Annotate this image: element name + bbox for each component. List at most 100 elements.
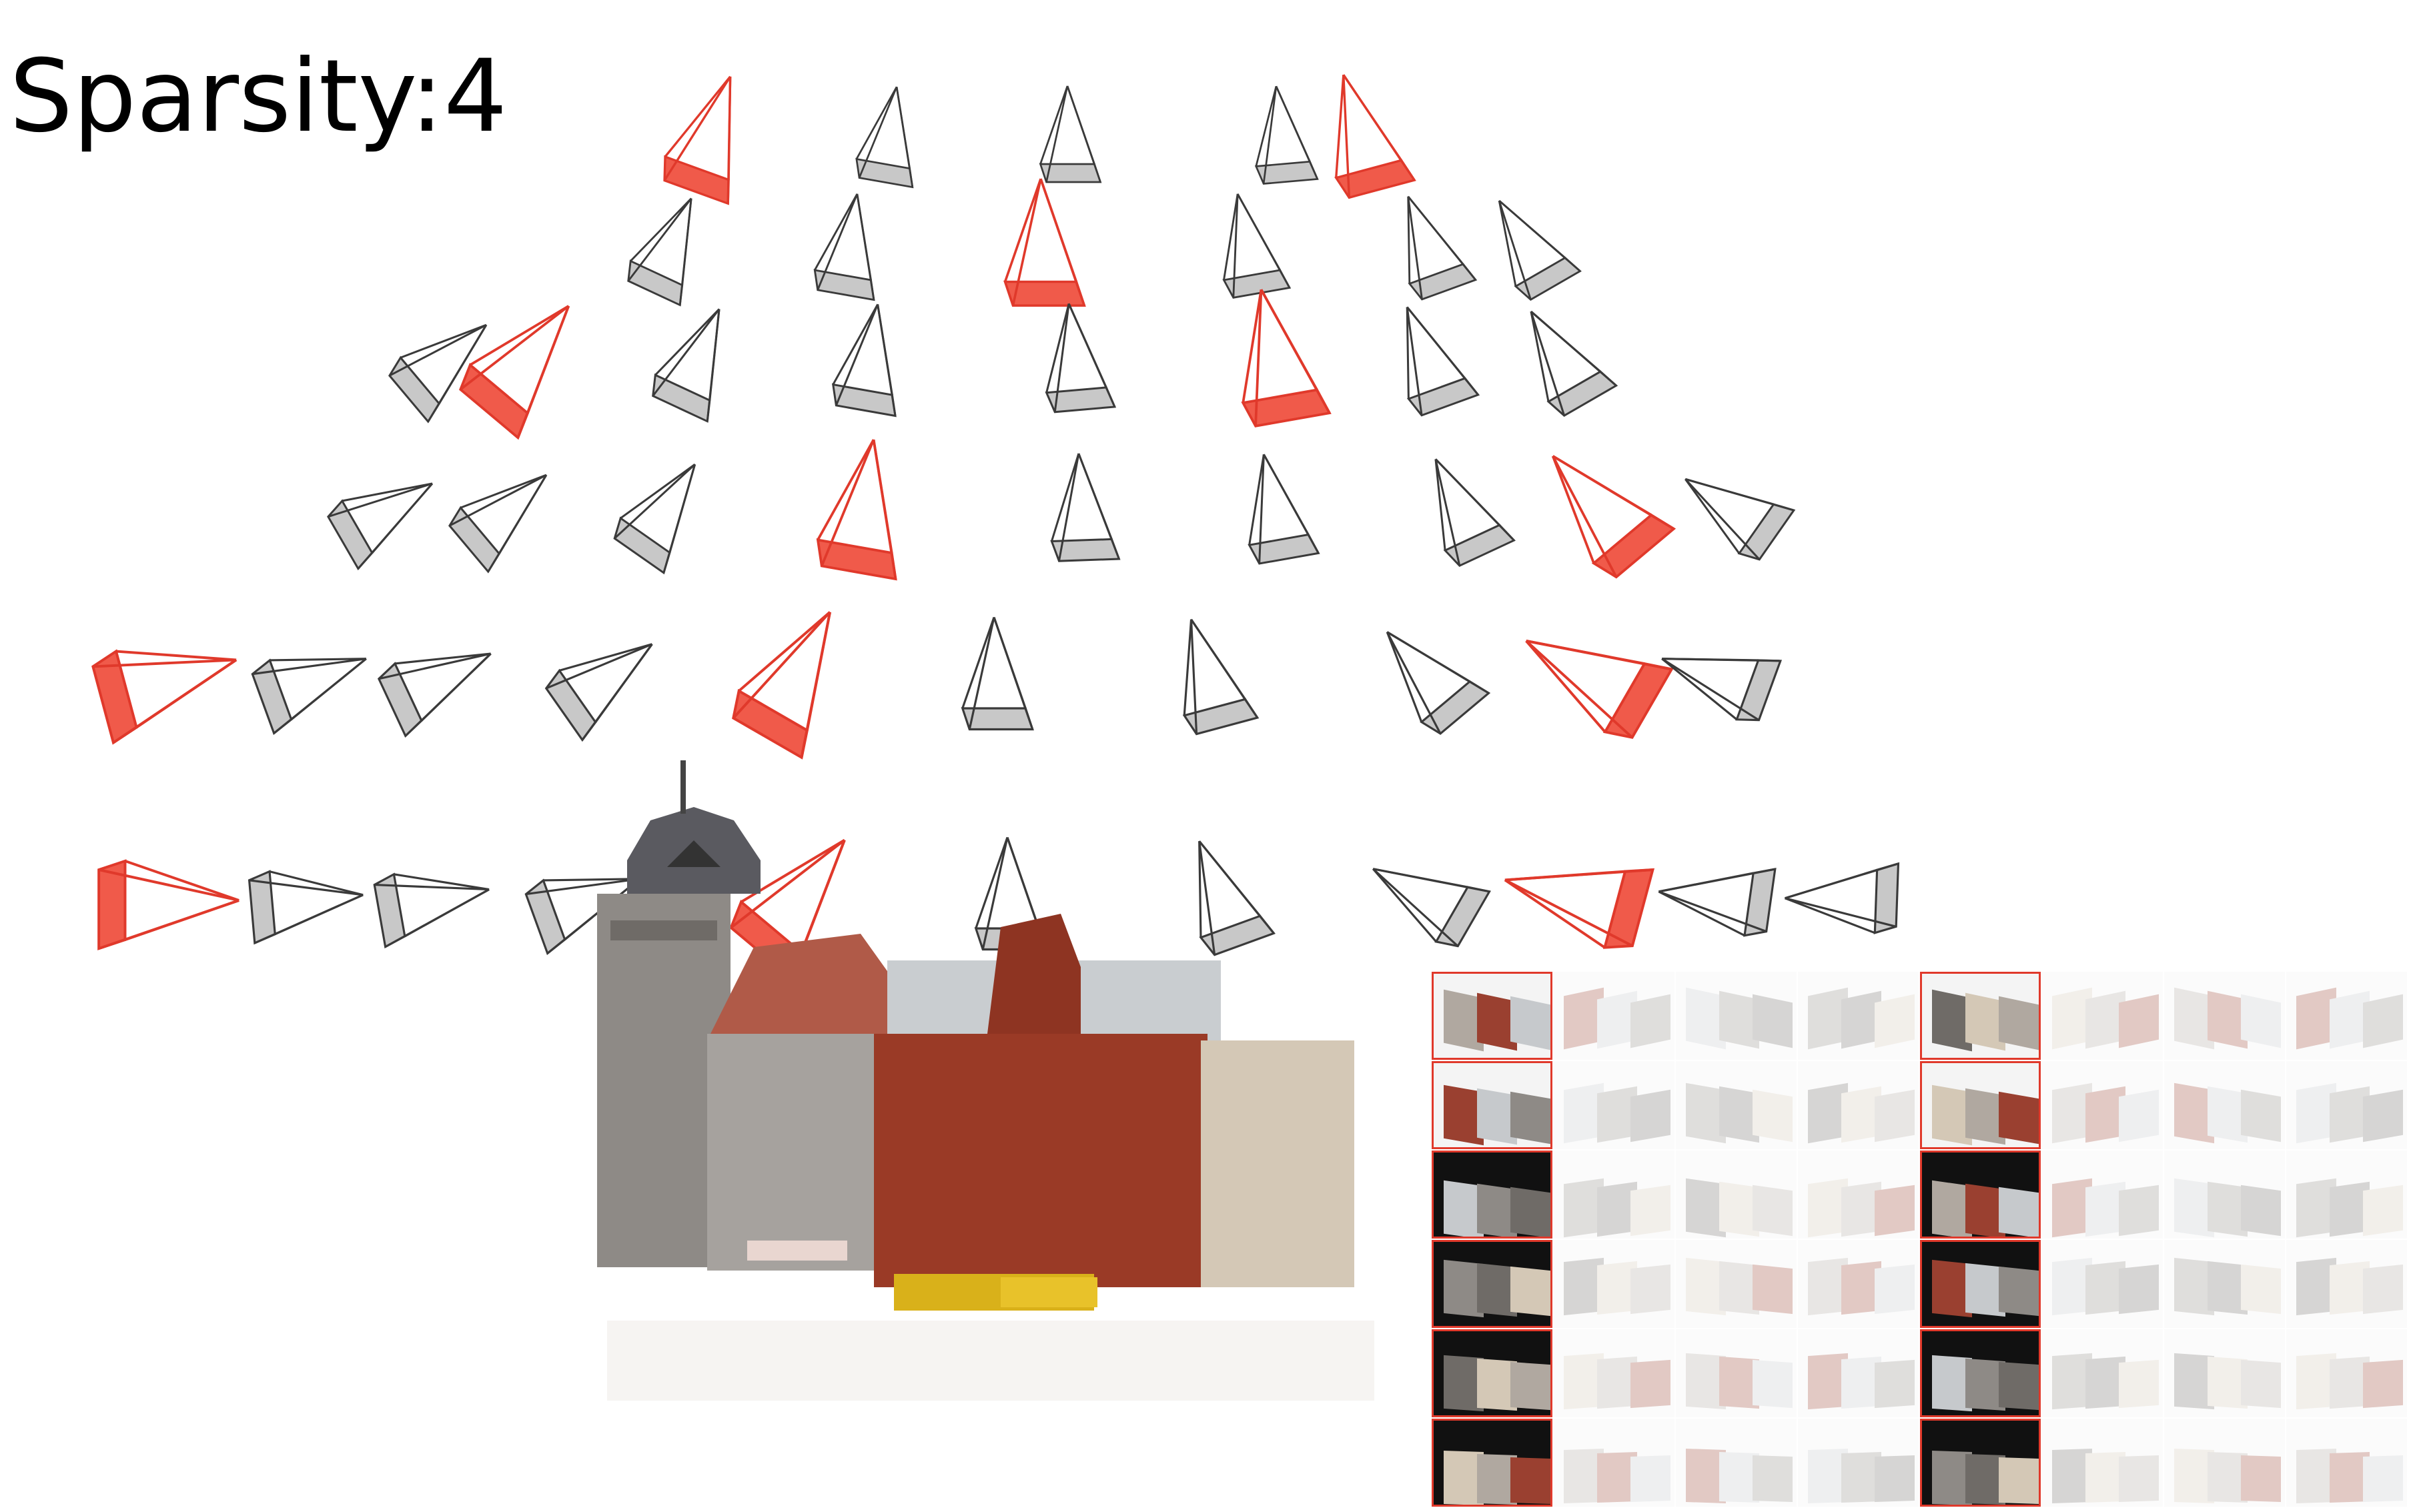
camera-row_5-2: [377, 652, 492, 738]
camera-row_4-2: [613, 464, 696, 575]
light-grey-building: [707, 934, 894, 1271]
view-thumbnail: [1554, 1419, 1674, 1507]
view-thumbnail: [1798, 1329, 1919, 1417]
camera-row_3-2: [652, 308, 720, 423]
selected-camera-row_5-0: [91, 649, 237, 745]
view-thumbnail: [1920, 1419, 2041, 1507]
selected-camera-row_5-8: [1525, 640, 1674, 739]
selected-camera-row_2-2: [1003, 178, 1086, 307]
camera-row_3-4: [1045, 303, 1117, 414]
view-thumbnail: [1554, 1061, 1674, 1149]
camera-row_3-6: [1406, 306, 1480, 417]
camera-row_4-8: [1684, 478, 1796, 561]
selected-camera-row_4-7: [1551, 455, 1676, 579]
view-thumbnail: [2042, 1061, 2163, 1149]
view-thumbnail: [1920, 1240, 2041, 1328]
view-thumbnail: [2042, 1419, 2163, 1507]
selected-camera-row_3-1: [459, 305, 570, 440]
camera-row_4-0: [327, 482, 434, 571]
view-thumbnail: [1920, 1061, 2041, 1149]
view-thumbnail: [2164, 1061, 2285, 1149]
selected-camera-row_3-5: [1241, 289, 1332, 428]
view-thumbnail: [2286, 972, 2407, 1060]
view-thumbnail: [2286, 1151, 2407, 1239]
view-thumbnail: [1554, 1329, 1674, 1417]
camera-row_1-3: [1254, 85, 1319, 185]
camera-row_4-6: [1434, 458, 1516, 568]
sparsity-title: Sparsity:4: [9, 39, 508, 155]
view-thumbnail: [1554, 1151, 1674, 1239]
view-thumbnail: [2164, 972, 2285, 1060]
view-thumbnail: [2042, 1240, 2163, 1328]
camera-row_1-2: [1039, 85, 1102, 183]
input-view-grid: [1432, 972, 2411, 1512]
view-thumbnail: [1554, 972, 1674, 1060]
view-thumbnail: [1432, 1061, 1552, 1149]
camera-row_5-5: [961, 616, 1034, 731]
camera-row_3-0: [388, 323, 488, 424]
view-thumbnail: [2286, 1329, 2407, 1417]
view-thumbnail: [2164, 1151, 2285, 1239]
view-thumbnail: [1554, 1240, 1674, 1328]
view-thumbnail: [1432, 1329, 1552, 1417]
camera-row_6-2: [373, 872, 490, 949]
view-thumbnail: [2286, 1419, 2407, 1507]
view-thumbnail: [1676, 1329, 1797, 1417]
view-thumbnail: [1798, 1240, 1919, 1328]
view-thumbnail: [2164, 1329, 2285, 1417]
camera-row_5-9: [1661, 658, 1783, 722]
camera-row_6-9: [1658, 868, 1777, 937]
camera-row_1-1: [855, 86, 914, 189]
view-thumbnail: [1432, 972, 1552, 1060]
view-thumbnail: [1920, 1151, 2041, 1239]
view-thumbnail: [1432, 1151, 1552, 1239]
camera-row_5-3: [544, 643, 653, 742]
view-thumbnail: [2164, 1240, 2285, 1328]
view-thumbnail: [2286, 1061, 2407, 1149]
camera-row_5-6: [1182, 618, 1260, 736]
view-thumbnail: [1432, 1419, 1552, 1507]
view-thumbnail: [1798, 1061, 1919, 1149]
view-thumbnail: [2042, 1151, 2163, 1239]
selected-camera-row_4-3: [816, 439, 897, 581]
view-thumbnail: [1676, 1240, 1797, 1328]
view-thumbnail: [2286, 1240, 2407, 1328]
view-thumbnail: [2164, 1419, 2285, 1507]
ground-points: [607, 1321, 1374, 1401]
camera-row_5-1: [251, 658, 367, 735]
camera-row_6-7: [1372, 868, 1491, 948]
view-thumbnail: [1920, 1329, 2041, 1417]
camera-row_4-1: [448, 474, 548, 574]
camera-row_2-3: [1222, 193, 1292, 299]
selected-camera-row_1-4: [1334, 74, 1416, 199]
view-thumbnail: [1676, 1151, 1797, 1239]
camera-row_6-10: [1784, 862, 1900, 934]
view-thumbnail: [2042, 972, 2163, 1060]
camera-row_5-7: [1386, 631, 1491, 735]
red-brick-building: [874, 914, 1221, 1311]
camera-row_2-4: [1407, 195, 1478, 301]
camera-row_2-5: [1498, 199, 1582, 301]
camera-row_6-6: [1198, 840, 1276, 956]
view-thumbnail: [1676, 1419, 1797, 1507]
camera-row_6-1: [248, 870, 364, 945]
view-thumbnail: [1432, 1240, 1552, 1328]
camera-row_4-5: [1248, 454, 1320, 565]
view-thumbnail: [1676, 1061, 1797, 1149]
camera-row_2-0: [627, 197, 692, 307]
camera-row_3-7: [1530, 310, 1618, 417]
view-thumbnail: [2042, 1329, 2163, 1417]
selected-camera-row_1-0: [663, 75, 732, 205]
cream-building: [1201, 1040, 1354, 1287]
selected-camera-row_6-8: [1504, 868, 1655, 949]
selected-camera-row_5-4: [732, 611, 831, 760]
camera-row_3-3: [831, 303, 897, 418]
view-thumbnail: [1676, 972, 1797, 1060]
camera-row_4-4: [1050, 453, 1121, 562]
view-thumbnail: [1798, 1151, 1919, 1239]
view-thumbnail: [1798, 1419, 1919, 1507]
view-thumbnail: [1798, 972, 1919, 1060]
